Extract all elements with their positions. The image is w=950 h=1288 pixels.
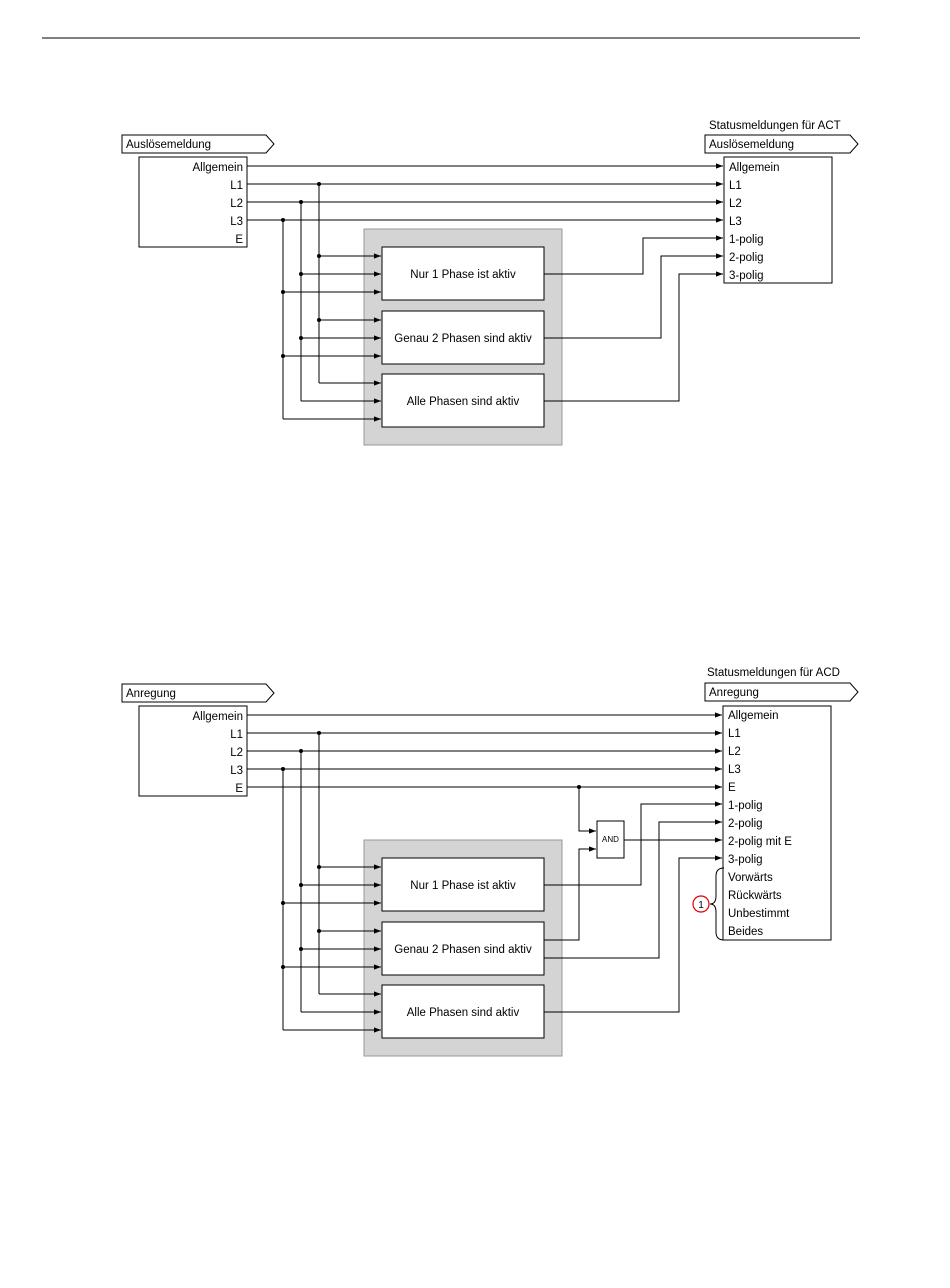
output-box — [722, 705, 832, 941]
block-two-phases-label: Genau 2 Phasen sind aktiv — [394, 333, 532, 345]
bus-lines — [282, 184, 381, 422]
input-label-l2: L2 — [230, 747, 243, 759]
output-label-l1: L1 — [728, 728, 741, 740]
output-label-l2: L2 — [728, 746, 741, 758]
input-label-l3: L3 — [230, 765, 243, 777]
callout-circle — [692, 895, 710, 913]
output-label-vorwaerts: Vorwärts — [728, 872, 773, 884]
output-label-3-polig: 3-polig — [729, 270, 764, 282]
input-label-l2: L2 — [230, 198, 243, 210]
output-label-beides: Beides — [728, 926, 763, 938]
output-label-e: E — [728, 782, 736, 794]
input-label-allgemein: Allgemein — [193, 162, 244, 174]
output-tag-label: Auslösemeldung — [709, 139, 794, 151]
output-label-rueckwaerts: Rückwärts — [728, 890, 782, 902]
output-box — [723, 156, 833, 284]
input-label-l3: L3 — [230, 216, 243, 228]
output-label-unbestimmt: Unbestimmt — [728, 908, 790, 920]
direct-lines — [247, 163, 723, 223]
and-gate-label: AND — [602, 835, 619, 844]
output-signal-tag — [704, 682, 859, 702]
direct-lines — [247, 712, 722, 790]
block-all-phases-label: Alle Phasen sind aktiv — [407, 1007, 520, 1019]
input-box — [138, 705, 248, 797]
output-label-1-polig: 1-polig — [729, 234, 764, 246]
block-two-phases-label: Genau 2 Phasen sind aktiv — [394, 944, 532, 956]
block-all-phases — [381, 984, 545, 1039]
input-signal-tag — [121, 683, 275, 703]
block-two-phases — [381, 921, 545, 976]
direction-brace — [709, 867, 725, 941]
and-gate — [596, 820, 625, 859]
block-one-phase — [381, 857, 545, 912]
diagram-act: Auslösemeldung Allgemein L1 L2 L3 E Stat… — [121, 120, 859, 446]
output-label-allgemein: Allgemein — [729, 162, 780, 174]
output-title: Statusmeldungen für ACT — [709, 120, 841, 132]
block-all-phases — [381, 373, 545, 428]
bus-lines — [282, 733, 381, 1033]
output-label-2-polig-mit-e: 2-polig mit E — [728, 836, 792, 848]
block-one-phase-label: Nur 1 Phase ist aktiv — [410, 880, 516, 892]
output-signal-tag — [704, 134, 859, 154]
input-label-l1: L1 — [230, 180, 243, 192]
input-tag-label: Anregung — [126, 688, 176, 700]
output-label-l1: L1 — [729, 180, 742, 192]
output-label-3-polig: 3-polig — [728, 854, 763, 866]
block-one-phase-label: Nur 1 Phase ist aktiv — [410, 269, 516, 281]
input-label-allgemein: Allgemein — [193, 711, 244, 723]
input-tag-label: Auslösemeldung — [126, 139, 211, 151]
output-label-2-polig: 2-polig — [728, 818, 763, 830]
input-label-l1: L1 — [230, 729, 243, 741]
callout-number: 1 — [698, 900, 704, 911]
block-output-lines — [544, 235, 723, 402]
input-label-e: E — [235, 783, 243, 795]
output-tag-label: Anregung — [709, 687, 759, 699]
junction-dots — [281, 731, 581, 969]
output-label-l2: L2 — [729, 198, 742, 210]
output-label-2-polig: 2-polig — [729, 252, 764, 264]
output-label-allgemein: Allgemein — [728, 710, 779, 722]
input-box — [138, 156, 248, 248]
output-label-1-polig: 1-polig — [728, 800, 763, 812]
diagram-acd: Anregung Allgemein L1 L2 L3 E Statusmeld… — [121, 667, 859, 1057]
output-label-l3: L3 — [729, 216, 742, 228]
junction-dots — [281, 182, 321, 358]
input-signal-tag — [121, 134, 275, 154]
block-all-phases-label: Alle Phasen sind aktiv — [407, 396, 520, 408]
block-output-lines — [544, 801, 722, 1013]
block-two-phases — [381, 310, 545, 365]
input-label-e: E — [235, 234, 243, 246]
output-title: Statusmeldungen für ACD — [707, 667, 840, 679]
and-gate-lines — [544, 787, 722, 941]
output-label-l3: L3 — [728, 764, 741, 776]
